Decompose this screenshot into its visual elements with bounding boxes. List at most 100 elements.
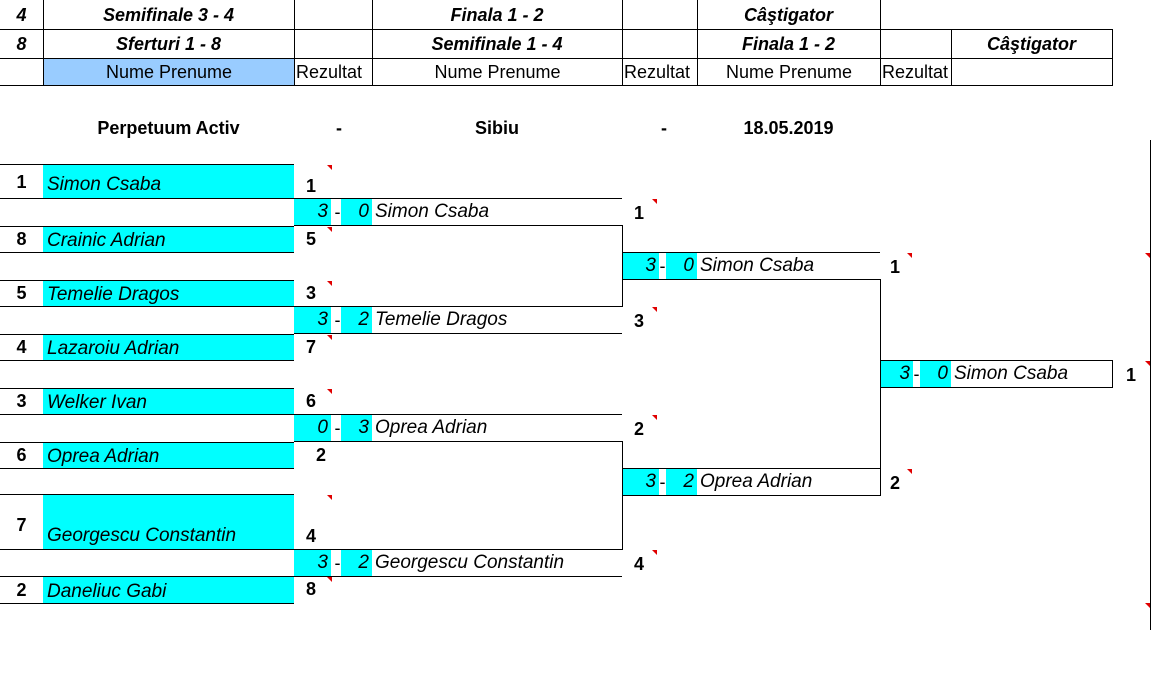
score-a-cell[interactable]: 3 [294,199,331,225]
player-name-cell[interactable]: Crainic Adrian [43,227,294,252]
winner-name-cell[interactable]: Oprea Adrian [700,471,813,492]
player-seed: 8 [16,229,27,249]
winner-result: 2 [890,473,901,493]
score-separator: - [334,201,341,222]
score-b-cell[interactable]: 0 [920,361,951,387]
comment-indicator [1145,603,1150,608]
comment-indicator [652,550,657,555]
bracket-line [0,306,294,307]
bracket-line [0,494,294,495]
score-separator: - [659,471,666,492]
player-name-cell[interactable]: Welker Ivan [43,389,294,414]
score-a-cell[interactable]: 3 [623,469,659,495]
bracket-line [622,225,623,307]
event-separator: - [336,117,342,138]
bracket-line [880,360,1113,361]
bracket-line [0,468,294,469]
score-separator: - [334,309,341,330]
winner-name-cell[interactable]: Simon Csaba [700,255,815,276]
winner-result: 4 [634,554,645,574]
score-a-cell[interactable]: 3 [881,361,913,387]
header-line [697,0,698,86]
header-line [43,0,44,86]
score-separator: - [334,417,341,438]
event-city: Sibiu [475,117,519,138]
comment-indicator [327,577,332,582]
header-seed-4: 4 [16,5,27,25]
bracket-line [0,226,294,227]
bracket-line [0,164,294,165]
winner-result: 3 [634,311,645,331]
player-name-cell[interactable]: Georgescu Constantin [43,495,294,549]
header-semifinale-1-4: Semifinale 1 - 4 [431,33,563,54]
header-blue-cell [44,59,294,85]
player-result: 1 [306,176,317,196]
winner-name-cell[interactable]: Oprea Adrian [375,417,488,438]
header-line [372,0,373,86]
winner-name-cell[interactable]: Georgescu Constantin [375,552,565,573]
score-a-cell[interactable]: 3 [623,253,659,279]
player-name-cell[interactable]: Temelie Dragos [43,281,294,306]
header-rezultat-2: Rezultat [624,61,691,82]
player-name-cell[interactable]: Daneliuc Gabi [43,577,294,603]
player-result: 4 [306,526,317,546]
score-b-cell[interactable]: 0 [341,199,372,225]
bracket-line [0,334,294,335]
score-separator: - [659,255,666,276]
player-result: 7 [306,337,317,357]
bracket-line [294,306,622,307]
comment-indicator [652,415,657,420]
event-club: Perpetuum Activ [97,117,240,138]
header-nume-prenume-3: Nume Prenume [725,61,853,82]
winner-result: 1 [634,203,645,223]
header-line [951,29,952,86]
player-result: 5 [306,229,317,249]
header-line [1112,29,1113,86]
score-a-cell[interactable]: 3 [294,550,331,576]
header-sferturi-1-8: Sferturi 1 - 8 [115,33,222,54]
comment-indicator [327,495,332,500]
player-name-cell[interactable]: Simon Csaba [43,165,294,198]
player-name-cell[interactable]: Lazaroiu Adrian [43,335,294,360]
player-seed: 4 [16,337,27,357]
comment-indicator [327,335,332,340]
comment-indicator [327,227,332,232]
score-b-cell[interactable]: 2 [341,550,372,576]
bracket-line [880,387,1113,388]
bracket-line [1150,140,1151,630]
champion-result: 1 [1126,365,1137,385]
comment-indicator [327,281,332,286]
header-line [880,0,881,86]
bracket-line [0,576,294,577]
bracket-line [0,603,294,604]
header-castigator: Câştigator [743,5,833,25]
player-name-cell[interactable]: Oprea Adrian [43,443,294,468]
score-b-cell[interactable]: 2 [666,469,697,495]
winner-name-cell[interactable]: Simon Csaba [375,201,490,222]
bracket-line [294,414,622,415]
score-b-cell[interactable]: 2 [341,307,372,333]
score-a-cell[interactable]: 3 [294,307,331,333]
bracket-line [294,549,622,550]
score-b-cell[interactable]: 3 [341,415,372,441]
header-castigator-row2: Câştigator [986,33,1076,54]
score-separator: - [913,363,920,384]
comment-indicator [327,165,332,170]
bracket-line [294,441,622,442]
score-b-cell[interactable]: 0 [666,253,697,279]
player-seed: 1 [16,171,27,192]
header-rezultat-3: Rezultat [882,61,949,82]
player-seed: 5 [16,283,27,303]
header-line [881,29,1113,30]
bracket-line [0,549,294,550]
bracket-line [294,225,622,226]
score-a-cell[interactable]: 0 [294,415,331,441]
champion-name-cell[interactable]: Simon Csaba [954,363,1069,384]
bracket-line [622,468,880,469]
player-result: 3 [306,283,317,303]
bracket-line [0,360,294,361]
bracket-line [0,280,294,281]
winner-name-cell[interactable]: Temelie Dragos [375,309,508,330]
header-line [622,0,623,86]
bracket-line [0,198,294,199]
